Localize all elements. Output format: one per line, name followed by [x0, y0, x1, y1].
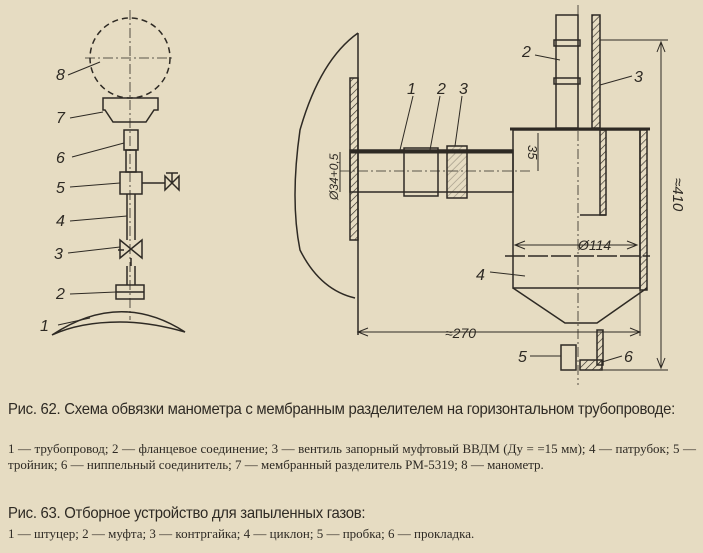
- label-6: 6: [56, 150, 65, 167]
- label-2: 2: [55, 286, 65, 303]
- duct-wall: [294, 32, 359, 299]
- dim-body-diameter: Ø114: [577, 237, 611, 253]
- side-valve: [164, 172, 180, 192]
- label-1: 1: [407, 81, 416, 98]
- label-2-top: 2: [521, 44, 531, 61]
- nipple-connector: [123, 129, 139, 151]
- figure-62-manometer-scheme: 8 7 6 5 4 3 2 1: [40, 10, 186, 336]
- label-2: 2: [436, 81, 446, 98]
- shutoff-valve: [118, 238, 143, 266]
- label-7: 7: [56, 110, 66, 127]
- dim-offset: 35: [525, 145, 540, 160]
- locknut: [446, 145, 468, 199]
- coupling: [403, 147, 439, 197]
- figure-62-caption-title: Рис. 62. Схема обвязки манометра с мембр…: [8, 401, 675, 418]
- outlet-pipe: [555, 14, 579, 129]
- label-6: 6: [624, 349, 633, 366]
- figure-63-sampling-device: 1 2 3 2 3 4 5 6 Ø114 ≈270 35 ≈410 Ø34+0,…: [294, 5, 686, 385]
- dim-height: ≈410: [669, 178, 686, 212]
- label-1: 1: [40, 318, 49, 335]
- plug: [560, 344, 577, 371]
- label-4: 4: [56, 213, 65, 230]
- label-4: 4: [476, 267, 485, 284]
- label-3: 3: [459, 81, 468, 98]
- label-3: 3: [54, 246, 63, 263]
- label-3-top: 3: [634, 69, 643, 86]
- label-8: 8: [56, 67, 65, 84]
- tee: [119, 171, 143, 195]
- label-5: 5: [56, 180, 65, 197]
- technical-drawings: 8 7 6 5 4 3 2 1: [40, 5, 686, 385]
- cyclone-cone: [512, 287, 648, 324]
- figure-62-caption-legend: 1 — трубопровод; 2 — фланцевое соединени…: [8, 441, 696, 472]
- dim-length: ≈270: [445, 325, 476, 341]
- pipeline: [51, 311, 186, 336]
- dim-pipe-diameter: Ø34+0,5: [327, 153, 341, 201]
- figure-63-caption-title: Рис. 63. Отборное устройство для запылен…: [8, 505, 366, 522]
- membrane-separator: [102, 97, 159, 123]
- figure-63-caption-legend: 1 — штуцер; 2 — муфта; 3 — контргайка; 4…: [8, 526, 475, 541]
- label-5: 5: [518, 349, 527, 366]
